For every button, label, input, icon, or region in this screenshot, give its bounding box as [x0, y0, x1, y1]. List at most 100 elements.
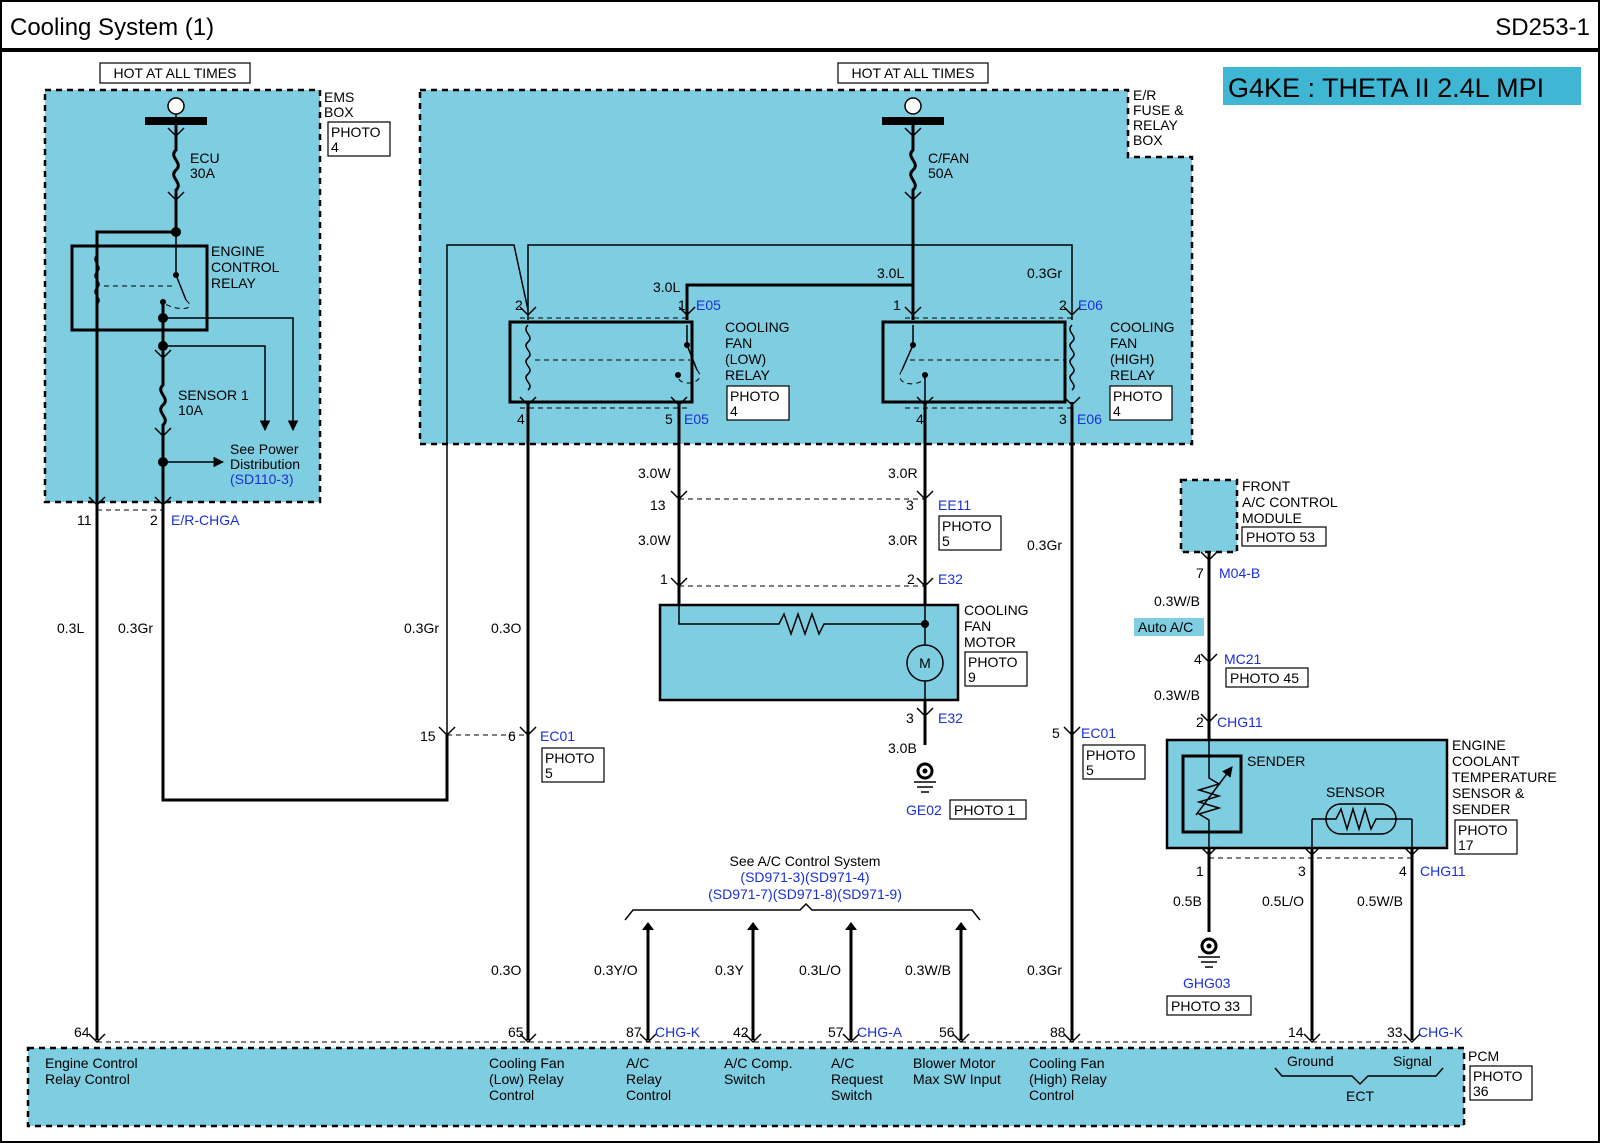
pcm-acr-1: A/C [626, 1055, 649, 1071]
conn-m04b: M04-B [1219, 565, 1260, 581]
terminal-chevron [904, 127, 922, 138]
high-relay-label-1: COOLING [1110, 319, 1175, 335]
see-power-1: See Power [230, 441, 299, 457]
front-ac-control-module [1179, 478, 1239, 554]
low-relay-photo-label: PHOTO [730, 388, 780, 404]
pcm-blower-1: Blower Motor [913, 1055, 996, 1071]
wire-05WB: 0.5W/B [1357, 893, 1403, 909]
low-relay-label-1: COOLING [725, 319, 790, 335]
pin-56: 56 [939, 1024, 955, 1040]
mc21-photo [1225, 667, 1309, 688]
pcm-ground: Ground [1287, 1053, 1334, 1069]
wire-03Gr-c: 0.3Gr [1027, 537, 1062, 553]
ec01-photo-a-num: 5 [545, 765, 553, 781]
pin-3-e32: 3 [906, 710, 914, 726]
pcm-req-2: Request [831, 1071, 883, 1087]
cfan-fuse-label: C/FAN [928, 150, 969, 166]
pin-3-chg11: 3 [1298, 863, 1306, 879]
front-ac-photo-label: PHOTO 53 [1246, 529, 1315, 545]
ge02-photo-label: PHOTO 1 [954, 802, 1015, 818]
terminal-chevron [1303, 1033, 1321, 1044]
er-hot-terminal [904, 97, 922, 115]
pin-1-chg11: 1 [1196, 863, 1204, 879]
terminal-chevron [167, 191, 185, 202]
ems-bus-bar [145, 117, 207, 125]
terminal-chevron [154, 427, 172, 438]
ghg03-photo [1166, 995, 1252, 1016]
terminal-chevron [916, 707, 934, 718]
pin-14: 14 [1288, 1024, 1304, 1040]
wire-30L-low: 3.0L [653, 279, 680, 295]
wire-03Gr-a: 0.3Gr [118, 620, 153, 636]
ects-label-3: TEMPERATURE [1452, 769, 1557, 785]
low-pin-4: 4 [517, 411, 525, 427]
ems-box-label-1: EMS [324, 89, 354, 105]
pcm-high-3: Control [1029, 1087, 1074, 1103]
high-relay-label-2: FAN [1110, 335, 1137, 351]
ac-ref-bracket [624, 902, 981, 921]
front-ac-label-2: A/C CONTROL [1242, 494, 1338, 510]
motor-label-2: FAN [964, 618, 991, 634]
conn-e06-top: E06 [1078, 297, 1103, 313]
motor-resistor [678, 605, 925, 637]
ecu-fuse-label: ECU [190, 150, 220, 166]
engine-control-relay [70, 244, 209, 332]
wire-30R-a: 3.0R [888, 465, 918, 481]
pcm-acr-2: Relay [626, 1071, 662, 1087]
ac-ref-line-2: (SD971-7)(SD971-8)(SD971-9) [708, 886, 902, 902]
pcm-comp-1: A/C Comp. [724, 1055, 792, 1071]
er-box-label-3: RELAY [1133, 117, 1179, 133]
sender-label: SENDER [1247, 753, 1305, 769]
front-ac-photo [1241, 526, 1327, 547]
mc21-photo-label: PHOTO 45 [1230, 670, 1299, 686]
ects-photo [1454, 819, 1518, 855]
wire-03WB-a: 0.3W/B [1154, 593, 1200, 609]
pcm-low-1: Cooling Fan [489, 1055, 565, 1071]
page-title: Cooling System (1) [10, 14, 214, 41]
high-relay-photo [1109, 385, 1173, 421]
motor-m: M [919, 655, 931, 671]
front-ac-label-1: FRONT [1242, 478, 1291, 494]
terminal-chevron [1200, 713, 1218, 724]
cfan-fuse-rating: 50A [928, 165, 954, 181]
pin-5-ec01: 5 [1052, 725, 1060, 741]
high-pin-2: 2 [1059, 297, 1067, 313]
wire-03Gr-d: 0.3Gr [1027, 962, 1062, 978]
terminal-chevron [167, 127, 185, 138]
conn-e06-bottom: E06 [1077, 411, 1102, 427]
terminal-chevron [519, 726, 537, 737]
low-pin-5: 5 [665, 411, 673, 427]
terminal-chevron [438, 726, 456, 737]
wire-30W-a: 3.0W [638, 465, 671, 481]
terminal-chevron [904, 306, 922, 317]
conn-chg-k-b: CHG-K [1418, 1024, 1464, 1040]
pcm-photo [1469, 1065, 1533, 1101]
high-relay-photo-num: 4 [1113, 403, 1121, 419]
pcm-high-1: Cooling Fan [1029, 1055, 1105, 1071]
low-relay-label-3: (LOW) [725, 351, 766, 367]
pin-42: 42 [733, 1024, 749, 1040]
pcm-signal: Signal [1393, 1053, 1432, 1069]
pin-88: 88 [1050, 1024, 1066, 1040]
pcm-low-3: Control [489, 1087, 534, 1103]
low-pin-2: 2 [515, 297, 523, 313]
pin-4-mc21: 4 [1194, 651, 1202, 667]
low-relay-label-4: RELAY [725, 367, 771, 383]
cooling-fan-low-relay [508, 320, 694, 404]
er-box-label-4: BOX [1133, 132, 1163, 148]
diagram-code: SD253-1 [1495, 14, 1590, 41]
wire-03O-b: 0.3O [491, 962, 521, 978]
terminal-chevron [88, 496, 106, 507]
conn-chg11-top: CHG11 [1217, 714, 1263, 730]
high-relay-label-3: (HIGH) [1110, 351, 1154, 367]
pin-3-ee11: 3 [906, 497, 914, 513]
hot-at-all-times-label-left [99, 62, 251, 84]
ecu-fuse-rating: 30A [190, 165, 216, 181]
wire-03LO: 0.3L/O [799, 962, 841, 978]
pcm-box [26, 1046, 1466, 1128]
wire-05B: 0.5B [1173, 893, 1202, 909]
cfan-fuse [685, 125, 917, 320]
see-power-2: Distribution [230, 456, 300, 472]
